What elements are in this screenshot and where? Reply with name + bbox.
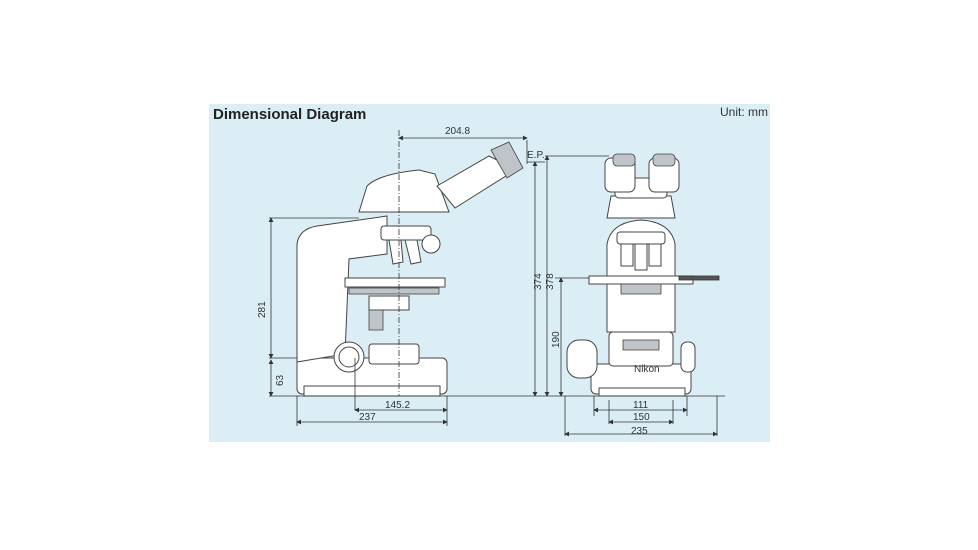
side-dimension-lines — [268, 130, 545, 426]
side-view — [296, 141, 524, 397]
diagram-title: Dimensional Diagram — [213, 106, 367, 123]
dim-111: 111 — [633, 400, 649, 411]
dim-204-8: 204.8 — [445, 126, 470, 137]
ep-label: E.P. — [527, 150, 545, 161]
dim-145-2: 145.2 — [385, 400, 410, 411]
diagram-panel: Dimensional Diagram Unit: mm — [209, 104, 770, 442]
dim-374: 374 — [533, 273, 544, 290]
dim-150: 150 — [633, 412, 650, 423]
dim-378: 378 — [545, 273, 556, 290]
front-view: Nikon — [566, 153, 720, 397]
dim-63: 63 — [275, 374, 286, 386]
front-dimension-lines — [544, 155, 725, 437]
unit-label: Unit: mm — [720, 105, 768, 119]
dim-281: 281 — [257, 301, 268, 318]
dim-237: 237 — [359, 412, 376, 423]
microscope-drawing: Nikon 204.8 E.P. 374 378 281 63 145.2 23… — [257, 126, 725, 437]
dim-190: 190 — [551, 331, 562, 348]
dim-235: 235 — [631, 426, 648, 437]
brand-mark: Nikon — [634, 364, 660, 375]
